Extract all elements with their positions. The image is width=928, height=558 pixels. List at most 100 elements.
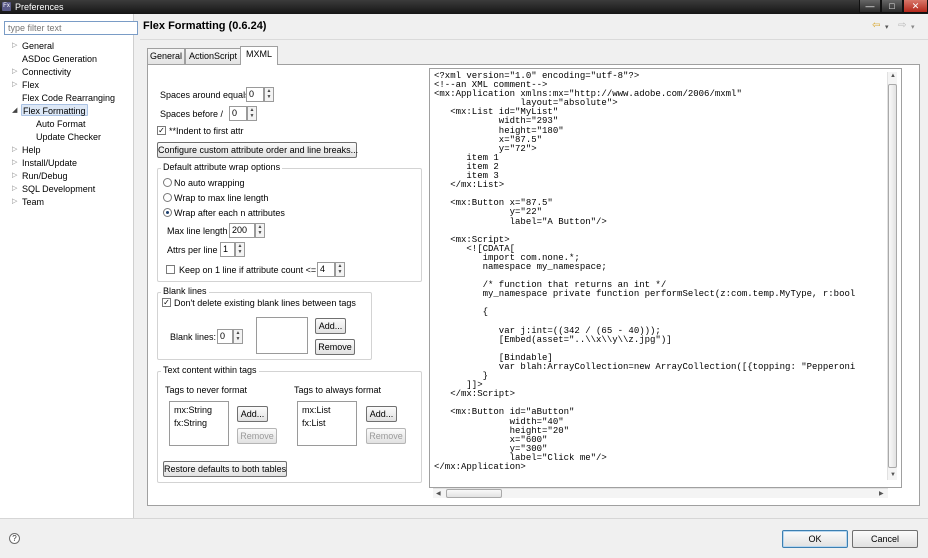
close-button[interactable]: ✕ [903, 0, 928, 13]
blank-lines-value[interactable]: 0 [217, 329, 233, 344]
blank-lines-label: Blank lines: [170, 332, 217, 342]
expand-arrow-icon[interactable]: ▷ [12, 68, 18, 75]
expand-arrow-icon[interactable]: ▷ [12, 159, 18, 166]
tree-item-flex-formatting[interactable]: Flex Formatting [21, 104, 88, 116]
tree-item-update-checker[interactable]: Update Checker [36, 132, 102, 142]
expand-arrow-icon[interactable]: ▷ [12, 185, 18, 192]
expand-arrow-icon[interactable]: ▷ [12, 42, 18, 49]
keep-count-value[interactable]: 4 [317, 262, 335, 277]
text-content-title: Text content within tags [161, 365, 259, 376]
list-item[interactable]: fx:List [302, 418, 326, 428]
forward-arrow-icon[interactable]: ⇨ [898, 20, 907, 31]
never-format-add-button[interactable]: Add... [237, 406, 268, 422]
scroll-left-icon[interactable]: ◀ [436, 491, 441, 497]
spaces-around-equals-value[interactable]: 0 [246, 87, 264, 102]
wrap-max-length-radio[interactable] [163, 193, 172, 202]
back-menu-icon[interactable]: ▾ [885, 24, 889, 31]
spinner-arrows-icon[interactable]: ▲▼ [233, 329, 243, 344]
spinner-arrows-icon[interactable]: ▲▼ [255, 223, 265, 238]
wrap-options-group [157, 168, 422, 282]
list-item[interactable]: mx:List [302, 405, 331, 415]
text-content-group [157, 371, 422, 483]
tree-item-run-debug[interactable]: Run/Debug [22, 171, 68, 181]
blank-lines-list[interactable] [256, 317, 308, 354]
attrs-per-line-value[interactable]: 1 [220, 242, 235, 257]
tree-item-flex[interactable]: Flex [22, 80, 40, 90]
page-title: Flex Formatting (0.6.24) [143, 20, 267, 32]
back-arrow-icon[interactable]: ⇦ [872, 20, 881, 31]
spaces-before-label: Spaces before / [160, 109, 224, 119]
scroll-down-icon[interactable]: ▼ [890, 472, 896, 478]
maximize-button[interactable]: □ [881, 0, 903, 13]
blank-lines-remove-button[interactable]: Remove [315, 339, 355, 355]
never-format-list[interactable]: mx:String fx:String [169, 401, 229, 446]
window-titlebar: Fx Preferences — □ ✕ [0, 0, 928, 14]
tab-general[interactable]: General [147, 48, 185, 64]
ok-button[interactable]: OK [782, 530, 848, 548]
code-preview[interactable]: <?xml version="1.0" encoding="utf-8"?> <… [429, 68, 902, 488]
max-line-length-value[interactable]: 200 [229, 223, 255, 238]
always-format-remove-button[interactable]: Remove [366, 428, 406, 444]
expand-arrow-icon[interactable]: ▷ [12, 172, 18, 179]
spinner-arrows-icon[interactable]: ▲▼ [335, 262, 345, 277]
expand-arrow-icon[interactable]: ▷ [12, 81, 18, 88]
never-format-remove-button[interactable]: Remove [237, 428, 277, 444]
minimize-button[interactable]: — [859, 0, 881, 13]
help-icon[interactable]: ? [9, 533, 20, 544]
tree-item-asdoc-generation[interactable]: ASDoc Generation [22, 54, 98, 64]
expand-arrow-icon[interactable]: ▷ [12, 146, 18, 153]
wrap-each-n-radio[interactable] [163, 208, 172, 217]
horizontal-scroll-thumb[interactable] [446, 489, 502, 498]
scroll-right-icon[interactable]: ▶ [879, 491, 884, 497]
configure-attribute-order-button[interactable]: Configure custom attribute order and lin… [157, 142, 358, 158]
always-format-label: Tags to always format [294, 385, 382, 395]
list-item[interactable]: mx:String [174, 405, 213, 415]
spinner-arrows-icon[interactable]: ▲▼ [264, 87, 274, 102]
tab-actionscript[interactable]: ActionScript [185, 48, 241, 64]
list-item[interactable]: fx:String [174, 418, 208, 428]
blank-lines-add-button[interactable]: Add... [315, 318, 346, 334]
dont-delete-blank-lines-label: Don't delete existing blank lines betwee… [174, 298, 356, 308]
forward-menu-icon[interactable]: ▾ [911, 24, 915, 31]
max-line-length-label: Max line length [167, 226, 228, 236]
always-format-add-button[interactable]: Add... [366, 406, 397, 422]
scroll-up-icon[interactable]: ▲ [890, 73, 896, 79]
tree-item-sql-development[interactable]: SQL Development [22, 184, 96, 194]
tab-mxml[interactable]: MXML [240, 46, 278, 65]
code-preview-text: <?xml version="1.0" encoding="utf-8"?> <… [434, 71, 856, 473]
wrap-options-title: Default attribute wrap options [161, 162, 283, 173]
spinner-arrows-icon[interactable]: ▲▼ [235, 242, 245, 257]
vertical-scroll-thumb[interactable] [888, 84, 897, 468]
tree-item-connectivity[interactable]: Connectivity [22, 67, 72, 77]
horizontal-scrollbar[interactable] [433, 488, 888, 498]
blank-lines-group [157, 292, 372, 360]
keep-one-line-checkbox[interactable] [166, 265, 175, 274]
preference-tree-pane [0, 14, 134, 518]
indent-first-label: **Indent to first attr [169, 126, 244, 136]
tree-item-team[interactable]: Team [22, 197, 45, 207]
spaces-before-value[interactable]: 0 [229, 106, 247, 121]
tree-item-help[interactable]: Help [22, 145, 41, 155]
tree-item-flex-code-rearranging[interactable]: Flex Code Rearranging [22, 93, 116, 103]
restore-defaults-button[interactable]: Restore defaults to both tables [163, 461, 287, 477]
dont-delete-blank-lines-checkbox[interactable]: ✓ [162, 298, 171, 307]
cancel-button[interactable]: Cancel [852, 530, 918, 548]
spinner-arrows-icon[interactable]: ▲▼ [247, 106, 257, 121]
app-icon: Fx [2, 2, 11, 11]
tree-item-auto-format[interactable]: Auto Format [36, 119, 86, 129]
wrap-max-length-label: Wrap to max line length [174, 193, 269, 203]
filter-input[interactable] [4, 21, 138, 35]
keep-one-line-label: Keep on 1 line if attribute count <= [179, 265, 317, 275]
wrap-each-n-label: Wrap after each n attributes [174, 208, 285, 218]
collapse-arrow-icon[interactable]: ◢ [12, 107, 18, 114]
spaces-around-equals-label: Spaces around equals [160, 90, 250, 100]
footer-divider [0, 518, 928, 519]
never-format-label: Tags to never format [165, 385, 248, 395]
no-auto-wrap-radio[interactable] [163, 178, 172, 187]
tree-item-install-update[interactable]: Install/Update [22, 158, 78, 168]
always-format-list[interactable]: mx:List fx:List [297, 401, 357, 446]
window-title: Preferences [15, 2, 64, 12]
tree-item-general[interactable]: General [22, 41, 55, 51]
indent-first-checkbox[interactable]: ✓ [157, 126, 166, 135]
expand-arrow-icon[interactable]: ▷ [12, 198, 18, 205]
